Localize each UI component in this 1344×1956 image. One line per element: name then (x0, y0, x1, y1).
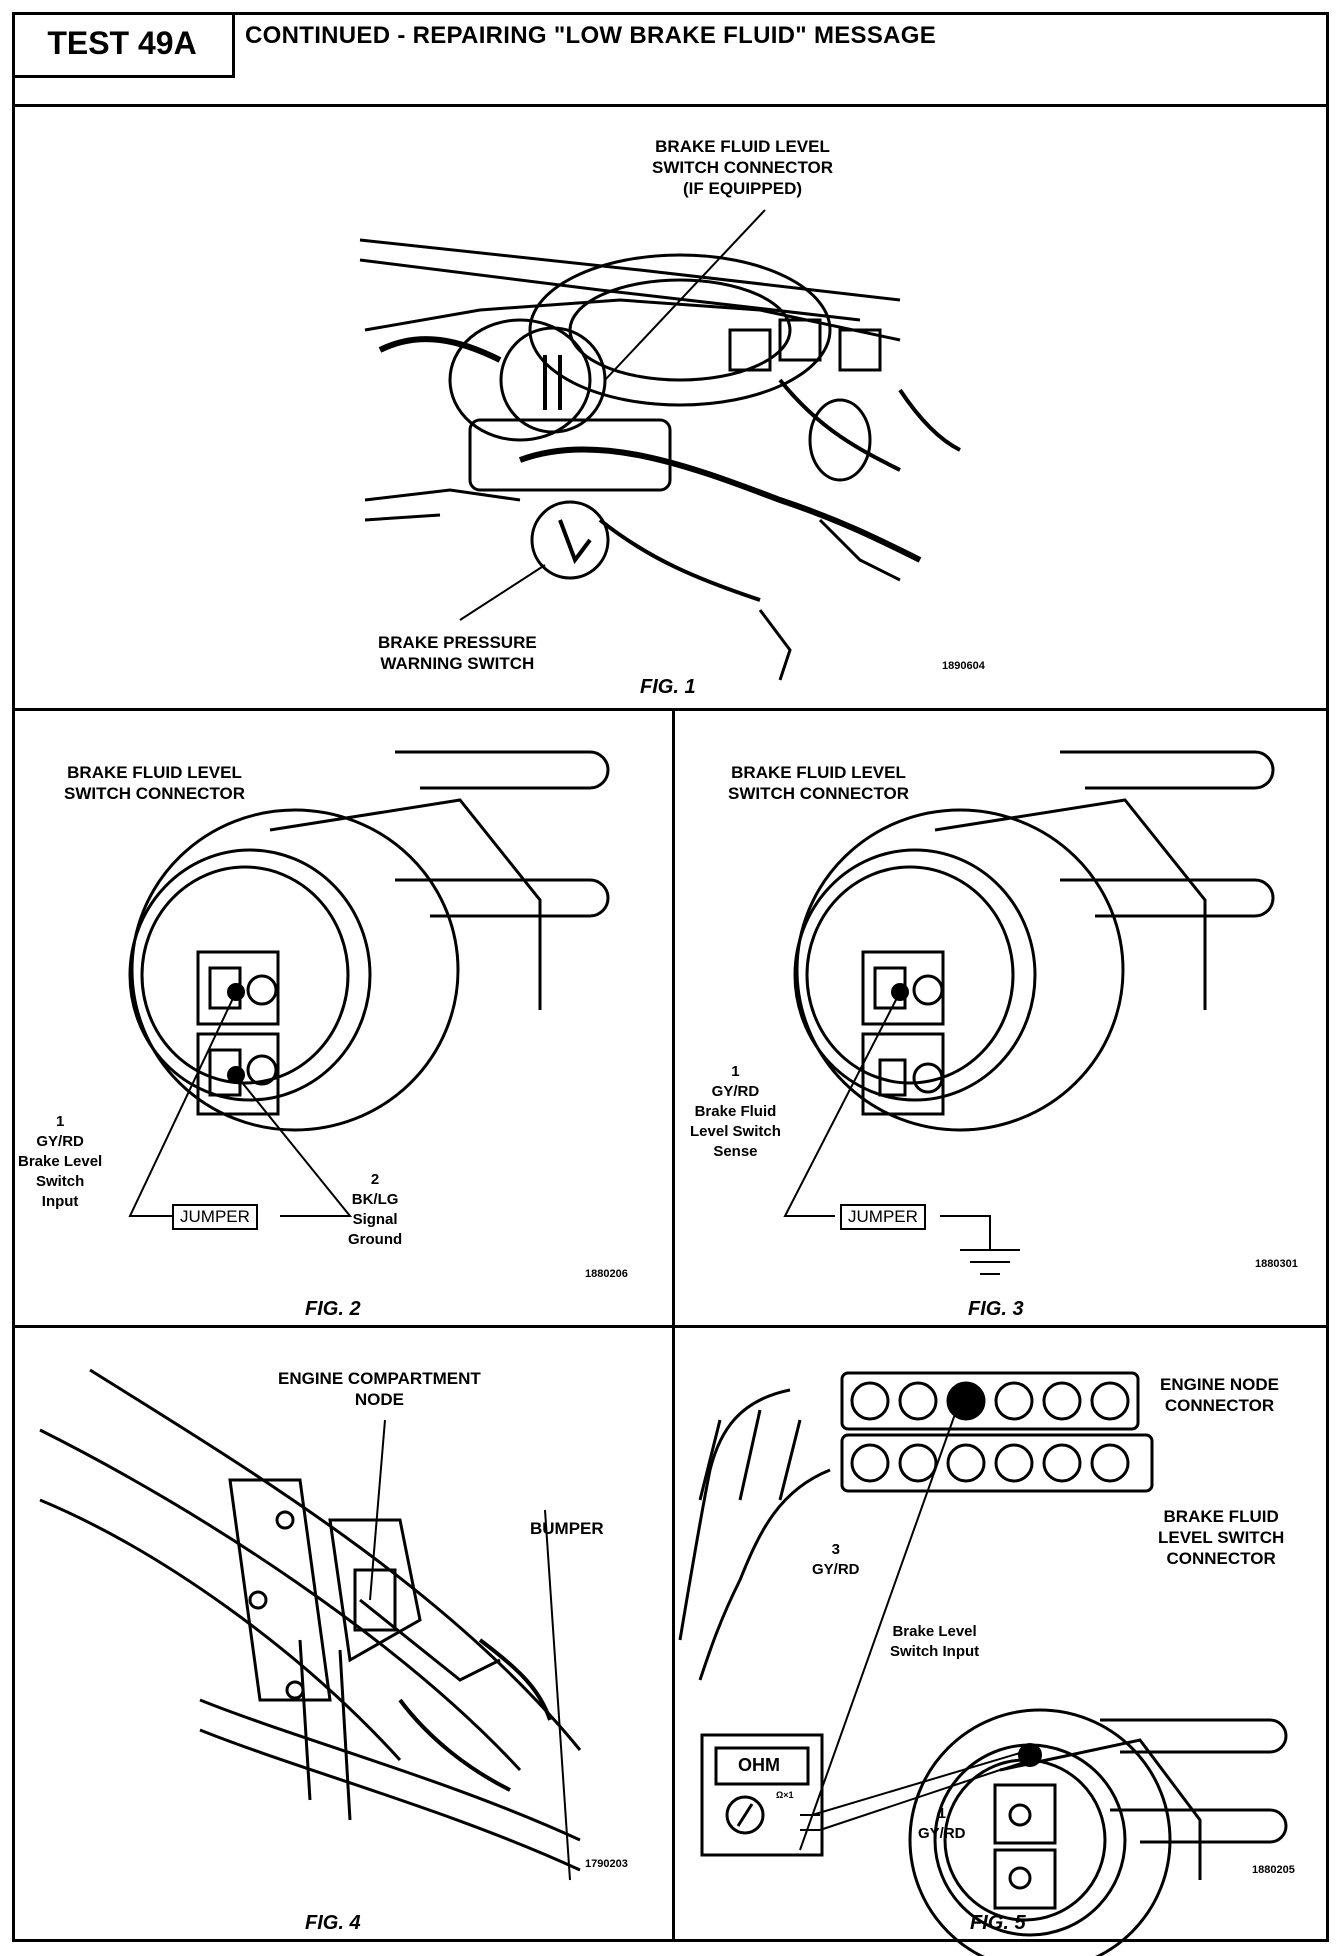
fig4-caption: FIG. 4 (305, 1912, 361, 1934)
meter-range: Ω×1 (776, 1790, 794, 1800)
fig5-caption: FIG. 5 (970, 1912, 1026, 1934)
test-id: TEST 49A (12, 12, 235, 78)
fig5-pin-row-bottom (850, 1443, 1130, 1483)
fig2-code: 1880206 (585, 1268, 628, 1280)
page-title: CONTINUED - REPAIRING "LOW BRAKE FLUID" … (245, 22, 937, 49)
fig5-code: 1880205 (1252, 1864, 1295, 1876)
fig2-jumper: JUMPER (172, 1204, 258, 1230)
fig3-jumper: JUMPER (840, 1204, 926, 1230)
fig1-caption: FIG. 1 (640, 676, 696, 698)
fig4-bumper-label: BUMPER (530, 1519, 604, 1538)
divider (672, 708, 675, 1942)
fig3-caption: FIG. 3 (968, 1298, 1024, 1320)
divider (12, 708, 1329, 711)
divider (12, 104, 1329, 107)
fig5-pin-row-top (850, 1381, 1130, 1421)
divider (12, 1325, 1329, 1328)
fig1-code: 1890604 (942, 660, 985, 672)
page-frame (12, 12, 1329, 1942)
fig3-code: 1880301 (1255, 1258, 1298, 1270)
meter-display: OHM (738, 1755, 780, 1775)
fig2-caption: FIG. 2 (305, 1298, 361, 1320)
fig4-code: 1790203 (585, 1858, 628, 1870)
